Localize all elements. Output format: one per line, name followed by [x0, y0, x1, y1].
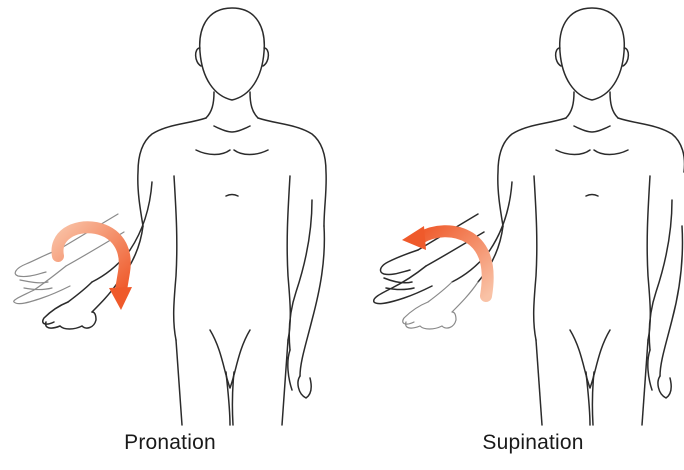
- hand-icon: [43, 282, 118, 329]
- supination-figure: [374, 8, 684, 425]
- supination-label: Supination: [433, 431, 633, 455]
- head-outline: [560, 8, 625, 100]
- pronation-figure: [14, 8, 326, 425]
- hand-icon: [374, 214, 484, 304]
- pronation-label: Pronation: [70, 431, 270, 455]
- rotation-arrow-icon: [57, 227, 132, 310]
- ghost-hand: [403, 282, 478, 329]
- head-outline: [200, 8, 265, 100]
